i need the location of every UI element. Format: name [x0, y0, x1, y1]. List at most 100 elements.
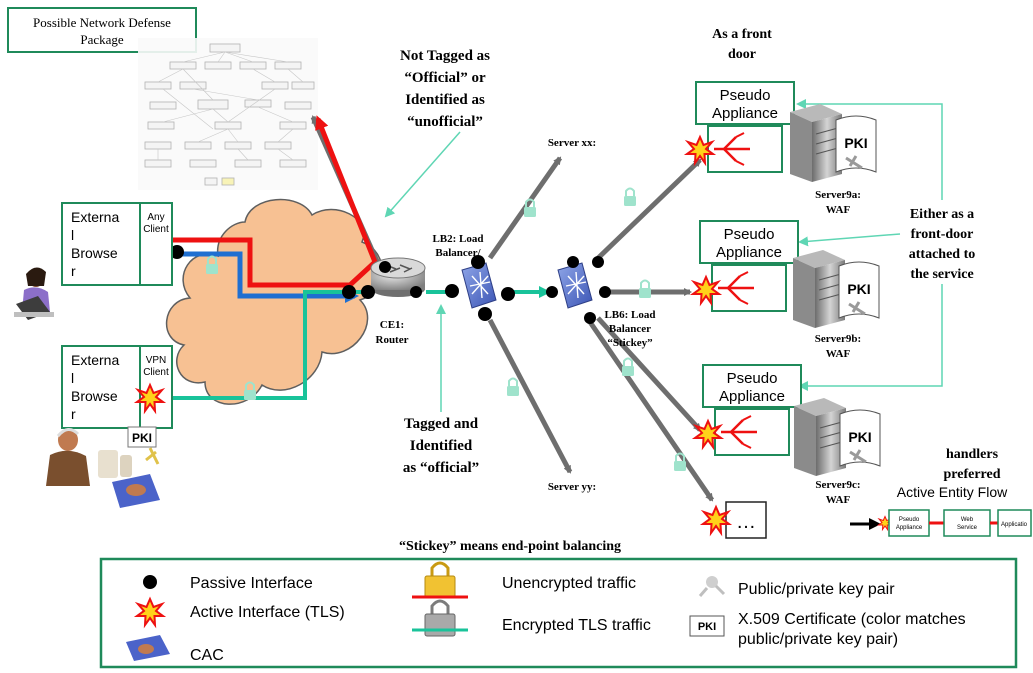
legend-encrypted-lock-icon	[412, 599, 468, 637]
either-line-1: Either as a	[910, 207, 974, 222]
server-9a-role: WAF	[826, 204, 851, 216]
arrow-to-appliance-a	[592, 158, 702, 264]
not-tagged-pointer	[384, 131, 461, 218]
either-pointer-bottom	[798, 284, 943, 391]
network-package-thumbnail	[138, 38, 318, 190]
front-door-line-2: door	[728, 47, 756, 62]
server-xx-label: Server xx:	[548, 137, 596, 149]
more-appliances: …	[702, 501, 767, 539]
legend-box	[99, 557, 1018, 669]
client-any-browser: Externa l Browse r Any Client	[61, 202, 173, 286]
lb2-label-2: Balancer/	[435, 247, 481, 259]
active-entity-flow: Pseudo Appliance Web Service Applicatio	[850, 509, 1032, 537]
appliance-a-line-1: Pseudo	[720, 87, 771, 104]
legend-keypair-icon	[698, 576, 726, 597]
client-2-tag-1: VPN	[146, 355, 167, 366]
appliance-b-line-1: Pseudo	[724, 226, 775, 243]
legend-unencrypted: Unencrypted traffic	[502, 575, 636, 592]
client-2-line-3: Browse	[71, 388, 118, 404]
user-pki-badge: PKI	[132, 431, 152, 445]
client-1-line-2: l	[71, 227, 74, 243]
not-tagged-note: Not Tagged as “Official” or Identified a…	[400, 48, 490, 130]
server-9b-pki: PKI	[847, 281, 870, 297]
either-line-2: front-door	[911, 227, 974, 242]
legend-cac: CAC	[190, 647, 224, 664]
server-9a: PKI Server9a: WAF	[789, 103, 877, 216]
stickey-note: “Stickey” means end-point balancing	[399, 539, 621, 554]
legend-unencrypted-lock-icon	[412, 561, 468, 599]
either-line-3: attached to	[909, 247, 976, 262]
legend-cac-icon	[126, 635, 170, 661]
user-at-laptop-icon	[14, 267, 54, 320]
client-vpn-browser: Externa l Browse r VPN Client	[61, 345, 173, 429]
handlers-line-2: preferred	[943, 467, 1000, 482]
server-9c: PKI Server9c: WAF	[793, 397, 881, 506]
flow-box-3-line-1: Applicatio	[1001, 522, 1028, 528]
user-with-cac-icon: PKI	[46, 426, 160, 508]
client-2-line-1: Externa	[71, 352, 119, 368]
legend-keypair: Public/private key pair	[738, 581, 895, 598]
legend-cert-line-1: X.509 Certificate (color matches	[738, 611, 966, 628]
appliance-c: Pseudo Appliance	[694, 364, 802, 456]
vpn-encrypted-path	[170, 290, 370, 400]
appliance-c-line-2: Appliance	[719, 388, 785, 405]
server-yy-label: Server yy:	[548, 481, 596, 493]
router-label-2: Router	[376, 334, 409, 346]
appliance-b-line-2: Appliance	[716, 244, 782, 261]
router-label-1: CE1:	[380, 319, 404, 331]
front-door-line-1: As a front	[712, 27, 772, 42]
server-9b: PKI Server9b: WAF	[792, 249, 880, 360]
appliance-c-line-1: Pseudo	[727, 370, 778, 387]
lb6-label-2: Balancer	[609, 323, 651, 335]
more-ellipsis: …	[736, 511, 756, 533]
flow-box-1-line-2: Appliance	[896, 525, 923, 531]
legend-encrypted: Encrypted TLS traffic	[502, 617, 651, 634]
arrow-to-appliance-c	[596, 316, 702, 432]
tagged-line-1: Tagged and	[404, 416, 479, 432]
client-1-line-1: Externa	[71, 209, 119, 225]
lb6-label-3: “Stickey”	[607, 337, 652, 349]
passive-interface-dots	[133, 234, 611, 324]
legend-passive: Passive Interface	[190, 575, 313, 592]
legend-cert-line-2: public/private key pair)	[738, 631, 898, 648]
title-line-2: Package	[80, 32, 124, 47]
either-line-4: the service	[910, 267, 973, 282]
server-9b-name: Server9b:	[815, 333, 861, 345]
arrow-to-more	[587, 320, 715, 502]
legend-passive-dot	[143, 575, 157, 589]
server-9c-name: Server9c:	[815, 479, 860, 491]
appliance-b: Pseudo Appliance	[692, 220, 799, 312]
legend-cert-badge: PKI	[698, 621, 716, 633]
flow-box-2-line-2: Service	[957, 525, 978, 531]
client-1-line-3: Browse	[71, 245, 118, 261]
flow-box-1-line-1: Pseudo	[899, 517, 920, 523]
tagged-note: Tagged and Identified as “official”	[403, 416, 479, 476]
internet-cloud	[166, 198, 383, 405]
lb2-label-1: LB2: Load	[432, 233, 483, 245]
lb6-load-balancer-icon	[557, 262, 593, 309]
server-9a-pki: PKI	[844, 135, 867, 151]
lb6-label-1: LB6: Load	[604, 309, 655, 321]
appliance-a: Pseudo Appliance	[686, 81, 795, 173]
lb2-load-balancer-icon	[461, 262, 497, 309]
client-1-line-4: r	[71, 263, 76, 279]
title-line-1: Possible Network Defense	[33, 15, 171, 30]
tagged-line-2: Identified	[410, 438, 473, 454]
server-9a-name: Server9a:	[815, 189, 861, 201]
client-1-tag-1: Any	[147, 212, 164, 223]
not-tagged-line-4: “unofficial”	[407, 114, 483, 130]
red-arrow-to-package	[315, 115, 378, 263]
server-9b-role: WAF	[826, 348, 851, 360]
server-9c-role: WAF	[826, 494, 851, 506]
title-box	[7, 7, 197, 53]
not-tagged-line-1: Not Tagged as	[400, 48, 490, 64]
flow-box-2-line-1: Web	[961, 517, 974, 523]
client-1-tag-2: Client	[143, 224, 169, 235]
client-2-line-2: l	[71, 370, 74, 386]
blue-client-path	[140, 251, 359, 303]
either-pointer-top	[796, 99, 943, 200]
legend-cert-badge-box	[689, 615, 725, 637]
appliance-a-line-2: Appliance	[712, 105, 778, 122]
legend-active: Active Interface (TLS)	[190, 604, 345, 621]
